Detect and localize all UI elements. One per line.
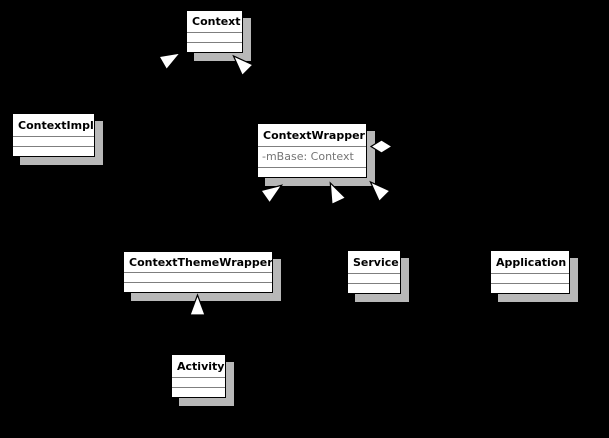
class-name: ContextThemeWrapper [129, 255, 273, 269]
generalization-arrowhead-icon[interactable] [260, 178, 288, 205]
operations-compartment [258, 167, 366, 177]
class-service[interactable]: Service [347, 250, 401, 294]
class-contextthemewrapper[interactable]: ContextThemeWrapper [123, 251, 273, 293]
operations-compartment [491, 283, 569, 293]
class-activity[interactable]: Activity [171, 354, 226, 398]
class-name: Activity [177, 359, 225, 373]
operations-compartment [348, 283, 400, 293]
attribute-mbase: -mBase: Context [258, 146, 366, 167]
attributes-compartment [13, 136, 94, 146]
aggregation-diamond-icon[interactable] [369, 139, 394, 154]
generalization-arrowhead-icon[interactable] [364, 175, 392, 203]
generalization-arrowhead-icon[interactable] [189, 293, 206, 316]
operations-compartment [172, 387, 225, 397]
class-context[interactable]: Context [186, 10, 243, 53]
class-contextimpl[interactable]: ContextImpl [12, 113, 95, 157]
attributes-compartment [172, 377, 225, 387]
class-name: Service [353, 255, 399, 269]
generalization-arrowhead-icon[interactable] [158, 45, 186, 71]
class-name: Context [192, 15, 241, 28]
class-name: ContextWrapper [263, 128, 365, 142]
generalization-arrowhead-icon[interactable] [322, 178, 347, 206]
generalization-arrowhead-icon[interactable] [227, 49, 255, 77]
attributes-compartment [187, 32, 242, 42]
class-name: Application [496, 255, 567, 269]
class-name: ContextImpl [18, 118, 94, 132]
operations-compartment [124, 282, 272, 292]
operations-compartment [13, 146, 94, 156]
operations-compartment [187, 42, 242, 52]
attributes-compartment [124, 272, 272, 282]
attributes-compartment [348, 273, 400, 283]
class-contextwrapper[interactable]: ContextWrapper -mBase: Context [257, 123, 367, 178]
class-application[interactable]: Application [490, 250, 570, 294]
attributes-compartment [491, 273, 569, 283]
